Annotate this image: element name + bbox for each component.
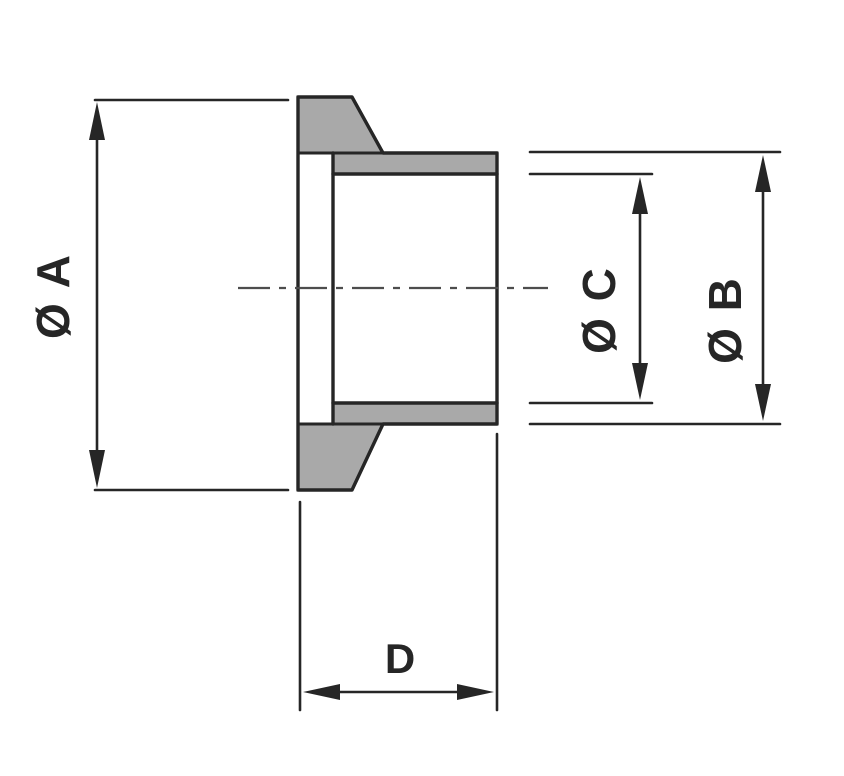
part-outline xyxy=(296,95,499,492)
section-fill-top-flange xyxy=(296,95,386,155)
dim-b-arrows xyxy=(755,155,771,421)
dim-c-group xyxy=(528,172,654,405)
dim-c-label: Ø C xyxy=(573,266,625,354)
dim-a-label: Ø A xyxy=(27,253,79,339)
dim-b-arrow-up xyxy=(755,155,771,192)
dim-a-arrows xyxy=(89,102,105,488)
dim-d-arrows xyxy=(303,684,494,700)
dim-a-arrow-up xyxy=(89,102,105,140)
dim-d-group xyxy=(298,432,499,712)
section-fills xyxy=(296,95,499,492)
dim-c-arrows xyxy=(632,177,648,400)
dim-b-arrow-down xyxy=(755,384,771,421)
dim-b-label: Ø B xyxy=(699,276,751,364)
dim-a-group xyxy=(93,98,290,492)
section-fill-bottom-flange xyxy=(296,422,386,492)
part-geometry xyxy=(296,95,499,492)
dim-a-arrow-down xyxy=(89,450,105,488)
dim-c-arrow-down xyxy=(632,363,648,400)
section-fill-top-wall xyxy=(331,151,499,176)
dim-d-label: D xyxy=(385,635,417,682)
dim-d-arrow-right xyxy=(457,684,494,700)
section-fill-bottom-wall xyxy=(331,401,499,426)
dim-b-group xyxy=(528,150,782,426)
dim-d-arrow-left xyxy=(303,684,340,700)
dim-c-arrow-up xyxy=(632,177,648,214)
